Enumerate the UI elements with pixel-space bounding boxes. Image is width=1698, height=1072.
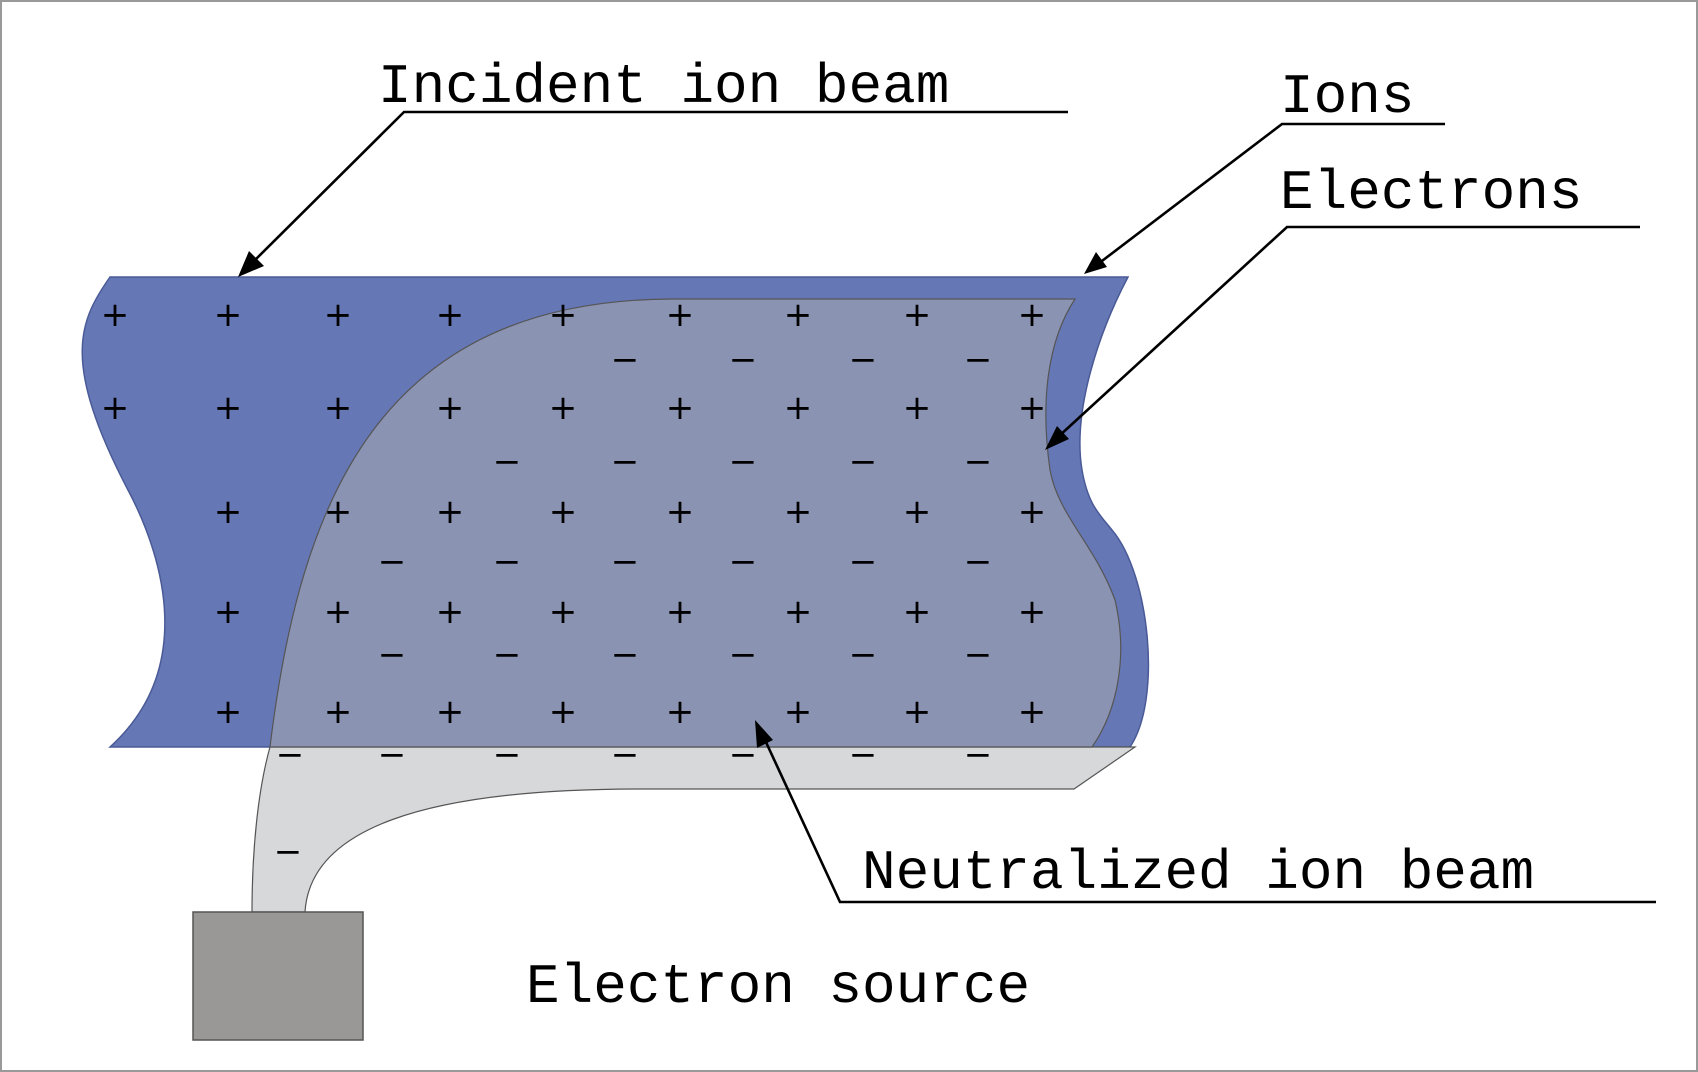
electron-minus-sign: − [964,635,993,675]
electron-minus-sign: − [849,442,878,482]
neutralized-ion-beam-label: Neutralized ion beam [862,841,1534,905]
ions-label: Ions [1280,65,1414,129]
electron-minus-sign: − [276,735,305,775]
ion-plus-sign: + [549,388,578,428]
ion-plus-sign: + [784,592,813,632]
electron-minus-sign: − [729,442,758,482]
ion-plus-sign: + [1018,388,1047,428]
neutralized-ion-beam-arrowhead [755,720,773,748]
ion-plus-sign: + [324,388,353,428]
ion-plus-sign: + [1018,295,1047,335]
ion-plus-sign: + [436,295,465,335]
electron-minus-sign: − [849,735,878,775]
electron-cloud-region [251,746,1137,913]
incident-ion-beam-label: Incident ion beam [378,55,949,119]
ion-plus-sign: + [324,592,353,632]
ion-plus-sign: + [549,492,578,532]
ion-plus-sign: + [1018,692,1047,732]
electron-minus-sign: − [849,542,878,582]
electron-minus-sign: − [611,635,640,675]
electron-minus-sign: − [729,542,758,582]
ion-plus-sign: + [324,492,353,532]
ion-plus-sign: + [903,692,932,732]
ion-plus-sign: + [436,692,465,732]
electron-minus-sign: − [611,340,640,380]
ion-plus-sign: + [214,295,243,335]
neutralized-ion-beam-region [269,298,1122,748]
ion-plus-sign: + [903,492,932,532]
electron-minus-sign: − [729,635,758,675]
incident-ion-beam-arrowhead [238,251,264,277]
ion-plus-sign: + [903,592,932,632]
ion-plus-sign: + [1018,592,1047,632]
ion-plus-sign: + [903,388,932,428]
ion-plus-sign: + [549,592,578,632]
ion-plus-sign: + [784,388,813,428]
electron-minus-sign: − [611,735,640,775]
ion-plus-sign: + [549,692,578,732]
ions-arrowhead [1084,252,1107,274]
ion-plus-sign: + [101,388,130,428]
ion-plus-sign: + [784,295,813,335]
ion-plus-sign: + [784,692,813,732]
electrons-arrowhead [1045,426,1069,450]
electron-minus-sign: − [729,340,758,380]
ion-plus-sign: + [436,592,465,632]
incident-ion-beam-leader [249,110,1068,266]
ion-plus-sign: + [666,592,695,632]
ion-plus-sign: + [214,492,243,532]
electron-minus-sign: − [964,340,993,380]
electron-minus-sign: − [493,442,522,482]
ion-plus-sign: + [666,692,695,732]
electron-minus-sign: − [378,735,407,775]
ions-leader [1097,122,1445,266]
ion-plus-sign: + [1018,492,1047,532]
electron-minus-sign: − [493,635,522,675]
electron-minus-sign: − [849,340,878,380]
electron-minus-sign: − [378,635,407,675]
electron-minus-sign: − [964,442,993,482]
ion-plus-sign: + [324,295,353,335]
electron-source-label: Electron source [526,955,1030,1019]
ion-plus-sign: + [666,388,695,428]
electron-minus-sign: − [964,735,993,775]
electrons-label: Electrons [1280,161,1582,225]
electron-source-box [192,911,364,1041]
ion-plus-sign: + [214,592,243,632]
ion-plus-sign: + [436,492,465,532]
ion-plus-sign: + [324,692,353,732]
ion-plus-sign: + [549,295,578,335]
electron-minus-sign: − [611,542,640,582]
ion-plus-sign: + [666,492,695,532]
leader-lines [238,110,1656,904]
neutralized-ion-beam-leader [763,739,1656,904]
ion-plus-sign: + [666,295,695,335]
electron-minus-sign: − [274,832,303,872]
charge-signs: + + + + + + + + + + + + + + + + + + + + + + + + + + + + + + + + + + + + + + + +… [101,295,1047,872]
ion-plus-sign: + [214,388,243,428]
ion-plus-sign: + [214,692,243,732]
electron-minus-sign: − [378,542,407,582]
electron-minus-sign: − [493,542,522,582]
electron-minus-sign: − [729,735,758,775]
ion-plus-sign: + [436,388,465,428]
electron-minus-sign: − [964,542,993,582]
ion-plus-sign: + [101,295,130,335]
electron-minus-sign: − [849,635,878,675]
electron-minus-sign: − [611,442,640,482]
electrons-leader [1057,225,1640,438]
electron-minus-sign: − [493,735,522,775]
ion-plus-sign: + [903,295,932,335]
ion-plus-sign: + [784,492,813,532]
